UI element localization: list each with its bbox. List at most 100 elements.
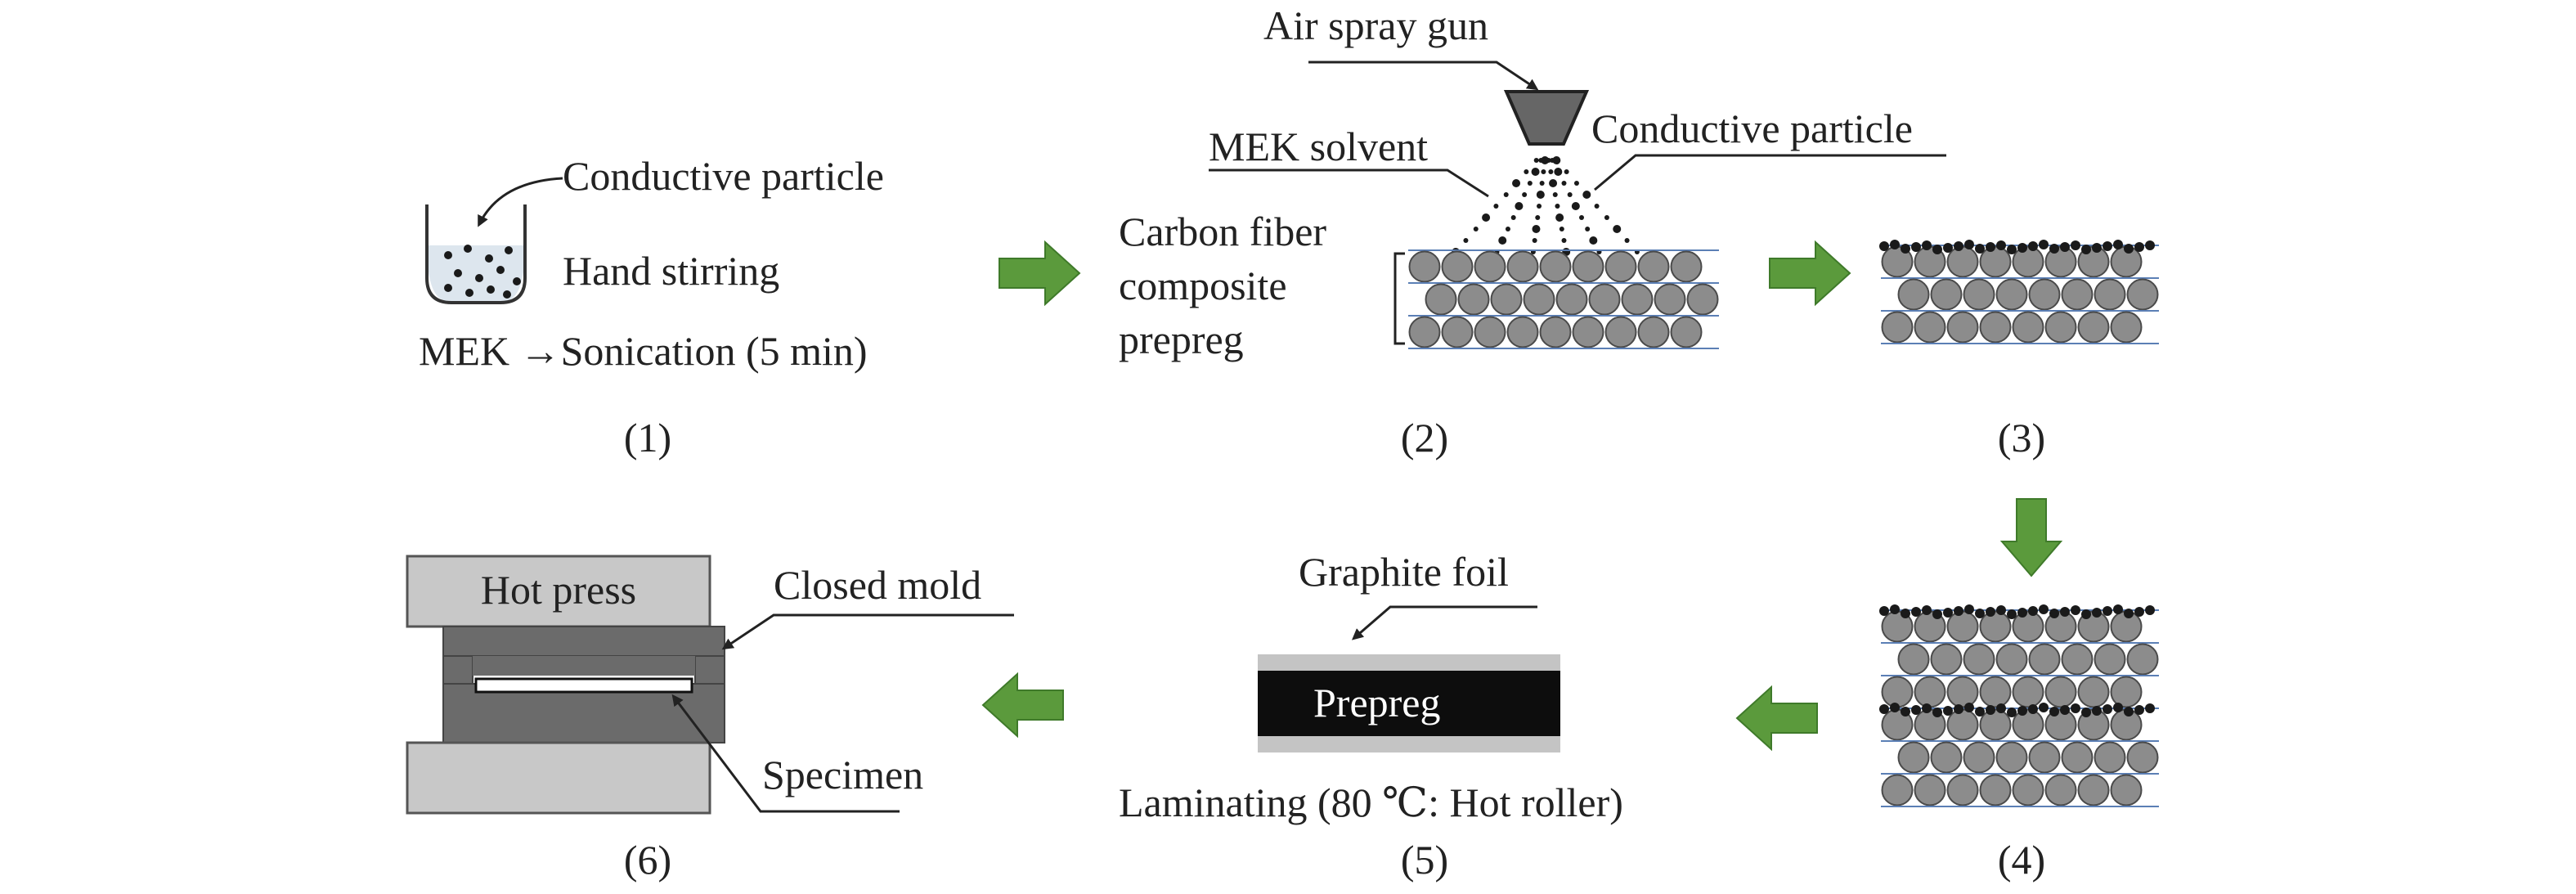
- step5-process-label: Laminating (80 ℃: Hot roller): [1119, 779, 1623, 825]
- fiber-circle: [1979, 311, 2012, 344]
- fiber-circle: [1946, 676, 1979, 708]
- conductive-particle: [1986, 607, 1995, 617]
- conductive-particle: [1512, 179, 1521, 187]
- fiber-circle: [1914, 676, 1946, 708]
- fiber-circle: [1881, 774, 1914, 806]
- green-block-arrow-icon: [981, 672, 1064, 739]
- conductive-particle: [1922, 703, 1932, 713]
- conductive-particle: [2071, 605, 2080, 615]
- fiber-circle: [2126, 278, 2159, 311]
- green-block-arrow-icon: [1999, 498, 2063, 577]
- gun-pointer-line: [1308, 61, 1539, 91]
- conductive-particle: [2134, 607, 2144, 617]
- step2-gun-label: Air spray gun: [1263, 2, 1488, 48]
- step2-prepreg-label-1: Carbon fiber: [1119, 209, 1326, 254]
- prepreg-core: [1258, 671, 1560, 736]
- conductive-particle: [1975, 707, 1985, 717]
- step3-number: (3): [1998, 415, 2045, 460]
- step-3: (3): [1879, 240, 2159, 460]
- fiber-circle: [1930, 741, 1963, 774]
- fiber-circle: [2126, 643, 2159, 676]
- fiber-circle: [2028, 643, 2061, 676]
- fiber-circle: [2061, 643, 2094, 676]
- conductive-particle: [485, 254, 493, 263]
- fiber-circle: [2094, 643, 2126, 676]
- solvent-droplet: [1559, 227, 1564, 231]
- conductive-particle: [487, 285, 495, 294]
- conductive-particle: [1911, 242, 1921, 252]
- fiber-circle: [1539, 250, 1572, 283]
- conductive-particle: [464, 245, 472, 253]
- conductive-particle: [503, 290, 511, 299]
- fiber-circle: [1881, 676, 1914, 708]
- conductive-particle: [1549, 179, 1558, 187]
- fiber-circle: [1995, 643, 2028, 676]
- fiber-circle: [1914, 311, 1946, 344]
- fiber-circle: [2012, 676, 2044, 708]
- step6-specimen-label: Specimen: [762, 752, 923, 797]
- conductive-particle: [1589, 236, 1598, 245]
- conductive-particle: [2039, 240, 2049, 249]
- conductive-particle: [1901, 609, 1910, 618]
- foil-pointer-line: [1351, 605, 1537, 640]
- solvent-droplet: [1541, 169, 1546, 174]
- solvent-droplet: [1579, 215, 1585, 220]
- fiber-circle: [2044, 774, 2077, 806]
- fiber-circle: [1408, 250, 1441, 283]
- fiber-circle: [2110, 774, 2143, 806]
- fiber-circle: [2077, 774, 2110, 806]
- conductive-particle: [1613, 225, 1622, 233]
- conductive-particle: [1879, 241, 1889, 251]
- fiber-circle: [1474, 316, 1506, 348]
- conductive-particle: [2039, 703, 2049, 712]
- conductive-particle: [2007, 708, 2017, 717]
- conductive-particle: [2103, 241, 2112, 251]
- step5-number: (5): [1401, 837, 1448, 883]
- conductive-particle: [1531, 168, 1540, 176]
- coated-prepreg-stack: [1879, 240, 2159, 344]
- fiber-circle: [1637, 250, 1670, 283]
- solvent-droplet: [1546, 158, 1551, 163]
- conductive-particle: [1879, 606, 1889, 616]
- solvent-droplet: [1522, 192, 1528, 197]
- conductive-particle: [1996, 605, 2006, 615]
- fiber-circle: [1441, 250, 1474, 283]
- fiber-circle: [1930, 278, 1963, 311]
- laminated-prepreg-stack: [1879, 604, 2159, 807]
- fiber-circle: [2094, 741, 2126, 774]
- conductive-particle: [1954, 704, 1963, 714]
- fiber-circle: [2012, 708, 2044, 741]
- conductive-particle: [2081, 609, 2091, 619]
- solvent-droplet: [1594, 204, 1600, 209]
- conductive-particle: [2145, 605, 2155, 615]
- solvent-droplet: [1564, 169, 1569, 174]
- solvent-droplet: [1585, 227, 1591, 231]
- conductive-particle: [1901, 707, 1910, 717]
- fiber-circle: [1946, 774, 1979, 806]
- conductive-particle: [1901, 244, 1910, 254]
- conductive-particle: [2092, 243, 2102, 253]
- fiber-circle: [1670, 250, 1703, 283]
- solvent-droplet: [1532, 238, 1537, 243]
- solvent-droplet: [1604, 215, 1609, 220]
- fiber-circle: [1654, 283, 1686, 316]
- prepreg-stack-3-rows: [1408, 249, 1719, 349]
- particle-pointer-line-2: [1594, 154, 1946, 191]
- step1-particle-label: Conductive particle: [563, 153, 884, 199]
- fiber-circle: [1539, 316, 1572, 348]
- conductive-particle: [1986, 242, 1995, 252]
- solvent-droplet: [1524, 169, 1529, 174]
- conductive-particle: [2017, 608, 2027, 618]
- conductive-particle: [1996, 703, 2006, 713]
- conductive-particle: [2113, 703, 2123, 712]
- fiber-circle: [2110, 676, 2143, 708]
- conductive-particle: [2081, 245, 2091, 254]
- conductive-particle: [2071, 703, 2080, 713]
- step1-number: (1): [624, 415, 671, 460]
- solvent-droplet: [1510, 215, 1516, 220]
- fiber-circle: [1914, 774, 1946, 806]
- conductive-particle: [1890, 703, 1900, 712]
- fiber-circle: [1637, 316, 1670, 348]
- solvent-droplet: [1624, 238, 1630, 243]
